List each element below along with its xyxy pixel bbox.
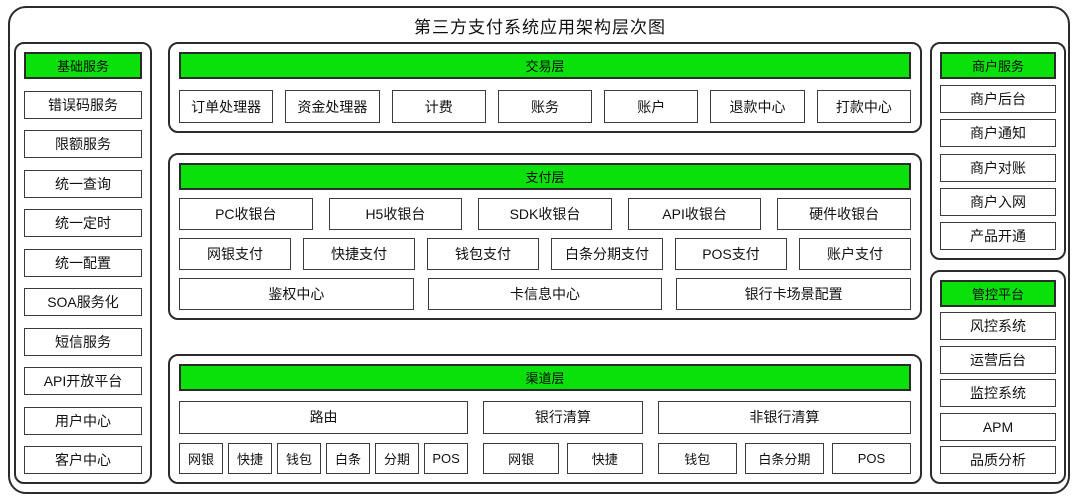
diagram-title: 第三方支付系统应用架构层次图 [414, 18, 666, 37]
node-account-pay: 账户支付 [799, 238, 911, 270]
node-pc-cashier: PC收银台 [179, 198, 313, 230]
node-bank-netbank: 网银 [483, 443, 560, 474]
node-routing-wallet: 钱包 [277, 443, 322, 474]
node-accounting: 账务 [497, 90, 593, 123]
node-bank-clearing: 银行清算 [483, 400, 643, 434]
node-bank-quick: 快捷 [566, 443, 643, 474]
channel-layer-section: 渠道层 路由 银行清算 非银行清算 网银 快捷 钱包 白条 分期 POS 网银 … [168, 354, 922, 484]
node-unified-timer: 统一定时 [24, 209, 142, 237]
node-bankcard-scene-config: 银行卡场景配置 [676, 278, 912, 310]
transaction-layer-row: 订单处理器 资金处理器 计费 账务 账户 退款中心 打款中心 [179, 90, 911, 123]
node-merchant-notify: 商户通知 [940, 119, 1056, 148]
node-sms-service: 短信服务 [24, 327, 142, 356]
node-monitoring-system: 监控系统 [940, 379, 1056, 408]
node-apm: APM [940, 412, 1056, 441]
node-auth-center: 鉴权中心 [179, 278, 414, 310]
channel-children-row: 网银 快捷 钱包 白条 分期 POS 网银 快捷 钱包 白条分期 POS [179, 443, 911, 474]
control-platform-panel: 管控平台 风控系统 运营后台 监控系统 APM 品质分析 [930, 270, 1066, 484]
node-limit-service: 限额服务 [24, 130, 142, 158]
node-api-cashier: API收银台 [627, 198, 762, 230]
node-sdk-cashier: SDK收银台 [478, 198, 612, 230]
node-routing-netbank: 网银 [179, 443, 223, 474]
non-bank-clearing-children: 钱包 白条分期 POS [657, 443, 911, 474]
node-soa-service: SOA服务化 [24, 288, 142, 316]
node-quality-analysis: 品质分析 [940, 445, 1056, 474]
payment-methods-row: 网银支付 快捷支付 钱包支付 白条分期支付 POS支付 账户支付 [179, 238, 911, 270]
node-unified-query: 统一查询 [24, 169, 142, 198]
merchant-services-panel: 商户服务 商户后台 商户通知 商户对账 商户入网 产品开通 [930, 42, 1066, 260]
node-merchant-onboarding: 商户入网 [940, 187, 1056, 216]
node-account: 账户 [604, 90, 699, 123]
node-quick-pay: 快捷支付 [303, 238, 415, 270]
node-non-bank-clearing: 非银行清算 [657, 400, 911, 434]
node-risk-control-system: 风控系统 [940, 312, 1056, 341]
node-unified-config: 统一配置 [24, 248, 142, 277]
cashier-row: PC收银台 H5收银台 SDK收银台 API收银台 硬件收银台 [179, 198, 911, 230]
node-pos-pay: POS支付 [675, 238, 787, 270]
base-services-header: 基础服务 [24, 52, 142, 79]
channel-groups-row: 路由 银行清算 非银行清算 [179, 400, 911, 434]
node-netbank-pay: 网银支付 [179, 238, 291, 270]
node-operation-backend: 运营后台 [940, 345, 1056, 374]
node-order-processor: 订单处理器 [179, 90, 274, 123]
node-routing-installment: 分期 [375, 443, 420, 474]
node-nonbank-wallet: 钱包 [657, 443, 737, 474]
layers-column: 交易层 订单处理器 资金处理器 计费 账务 账户 退款中心 打款中心 支付层 P… [168, 42, 922, 484]
payment-layer-header: 支付层 [179, 163, 911, 190]
transaction-layer-header: 交易层 [179, 52, 911, 79]
node-nonbank-baitiao-installment: 白条分期 [744, 443, 824, 474]
node-h5-cashier: H5收银台 [328, 198, 463, 230]
control-platform-header: 管控平台 [940, 280, 1056, 307]
node-nonbank-pos: POS [831, 443, 911, 474]
node-card-info-center: 卡信息中心 [427, 278, 663, 310]
node-merchant-reconciliation: 商户对账 [940, 153, 1056, 182]
merchant-services-header: 商户服务 [940, 52, 1056, 79]
node-customer-center: 客户中心 [24, 446, 142, 474]
node-refund-center: 退款中心 [710, 90, 805, 123]
node-merchant-backend: 商户后台 [940, 85, 1056, 114]
node-baitiao-installment-pay: 白条分期支付 [551, 238, 663, 270]
bank-clearing-children: 网银 快捷 [483, 443, 643, 474]
node-user-center: 用户中心 [24, 406, 142, 435]
node-routing-pos: POS [424, 443, 469, 474]
right-column: 商户服务 商户后台 商户通知 商户对账 商户入网 产品开通 管控平台 风控系统 … [930, 42, 1066, 484]
node-routing-quick: 快捷 [228, 443, 273, 474]
node-api-open-platform: API开放平台 [24, 367, 142, 395]
node-error-code-service: 错误码服务 [24, 90, 142, 119]
channel-layer-header: 渠道层 [179, 364, 911, 391]
node-billing: 计费 [391, 90, 486, 123]
diagram-body: 基础服务 错误码服务 限额服务 统一查询 统一定时 统一配置 SOA服务化 短信… [14, 42, 1066, 484]
node-payout-center: 打款中心 [816, 90, 911, 123]
node-routing-baitiao: 白条 [326, 443, 371, 474]
node-routing: 路由 [179, 400, 469, 434]
payment-layer-section: 支付层 PC收银台 H5收银台 SDK收银台 API收银台 硬件收银台 网银支付… [168, 153, 922, 320]
node-product-activation: 产品开通 [940, 221, 1056, 250]
node-funds-processor: 资金处理器 [285, 90, 380, 123]
transaction-layer-section: 交易层 订单处理器 资金处理器 计费 账务 账户 退款中心 打款中心 [168, 42, 922, 133]
node-wallet-pay: 钱包支付 [427, 238, 539, 270]
base-services-panel: 基础服务 错误码服务 限额服务 统一查询 统一定时 统一配置 SOA服务化 短信… [14, 42, 152, 484]
routing-children: 网银 快捷 钱包 白条 分期 POS [179, 443, 469, 474]
payment-support-row: 鉴权中心 卡信息中心 银行卡场景配置 [179, 278, 912, 310]
node-hardware-cashier: 硬件收银台 [777, 198, 911, 230]
